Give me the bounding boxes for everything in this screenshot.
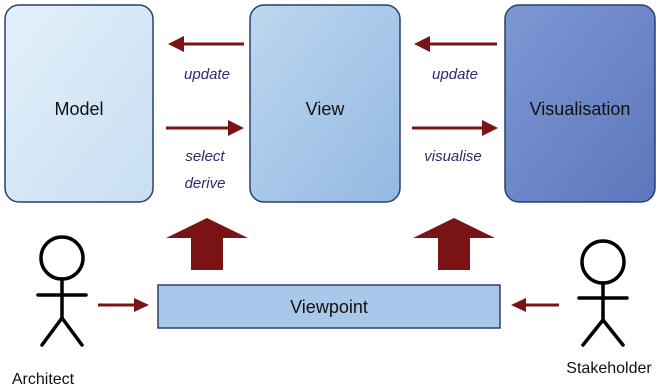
viewpoint-box: Viewpoint [157, 284, 501, 329]
view-box: View [249, 4, 401, 203]
model-box: Model [4, 4, 154, 203]
view-label: View [306, 99, 346, 119]
model-label: Model [54, 99, 103, 119]
visualisation-box: Visualisation [504, 4, 656, 203]
stakeholder-figure-icon [577, 239, 629, 347]
update-label-left: update [184, 66, 230, 83]
arrow-view-to-model [168, 36, 244, 52]
update-label-right: update [432, 66, 478, 83]
viewpoint-label: Viewpoint [290, 297, 368, 317]
stakeholder-label: Stakeholder [566, 360, 652, 377]
select-label: select [185, 148, 225, 165]
block-arrow-up-left [166, 218, 248, 270]
architect-figure-icon [36, 235, 88, 347]
arrow-visualisation-to-view [414, 36, 497, 52]
block-arrow-up-right [413, 218, 495, 270]
derive-label: derive [185, 175, 226, 192]
arrow-view-to-visualisation [412, 120, 498, 136]
visualisation-label: Visualisation [530, 99, 631, 119]
arrow-architect-to-viewpoint [98, 298, 149, 312]
architect-label: Architect [12, 371, 75, 388]
arrow-stakeholder-to-viewpoint [511, 298, 559, 312]
arrow-model-to-view [166, 120, 244, 136]
visualise-label: visualise [424, 148, 482, 165]
